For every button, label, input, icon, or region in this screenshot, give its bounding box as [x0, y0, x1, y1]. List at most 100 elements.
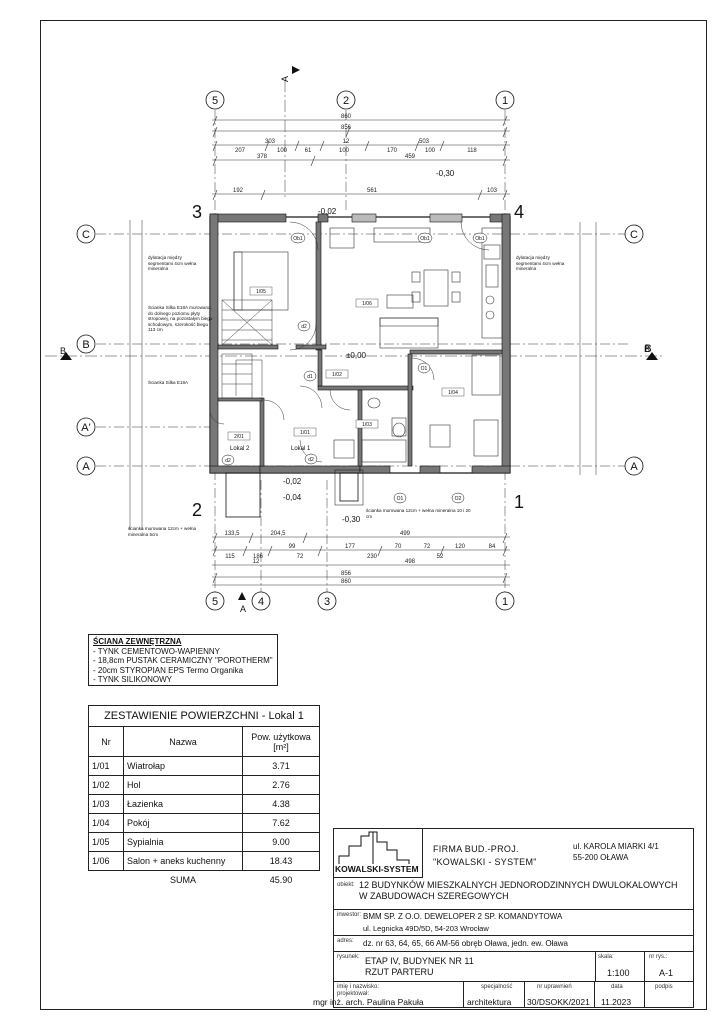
note-dylatacja-left: dylatacja między segmentami 4cm wełna mi…	[148, 255, 197, 271]
cell-area: 2.76	[242, 775, 320, 795]
area-table: ZESTAWIENIE POWIERZCHNI - Lokal 1 Nr Naz…	[88, 705, 320, 889]
dim-bottom: 115	[225, 554, 235, 560]
uprawnienia-label: nr uprawnień	[537, 984, 572, 990]
inwestor-line2: ul. Legnicka 49D/5D, 54-203 Wrocław	[363, 924, 489, 933]
cell-nr: 1/03	[88, 794, 124, 814]
level-label: -0,04	[283, 493, 302, 502]
dim-bottom: 120	[455, 544, 466, 550]
rysunek-label: rysunek:	[337, 954, 360, 960]
sum-value: 45.90	[269, 875, 293, 885]
grid-label-top-0: 5	[212, 95, 218, 107]
corner-label-1: 1	[514, 492, 524, 512]
note-wall-bottom-left: ścianka murowana 12cm + wełna mineralna …	[128, 526, 197, 537]
dim-bottom: 72	[297, 554, 304, 560]
room-tag-1-05: 1/05	[256, 289, 266, 295]
section-label-top: A	[280, 76, 290, 82]
logo-text: KOWALSKI-SYSTEM	[335, 864, 419, 874]
window-tag: O2	[455, 496, 462, 502]
cell-area: 9.00	[242, 832, 320, 852]
level-label: -0,02	[283, 477, 302, 486]
dim-top: 170	[387, 148, 398, 154]
local-label-2: Lokal 2	[230, 446, 250, 452]
note-wall-bottom-right: ścianka murowana 12cm + wełna mineralna …	[366, 508, 471, 519]
dim-bottom: 856	[341, 571, 352, 577]
section-label-left: B	[60, 346, 66, 356]
cell-name: Wiatrołap	[123, 756, 243, 776]
legend-item: - 20cm STYROPIAN EPS Termo Organika	[93, 665, 244, 675]
note-dylatacja-right: dylatacja między segmentami 4cm wełna mi…	[516, 255, 565, 271]
cell-area: 3.71	[242, 756, 320, 776]
firm-line1: FIRMA BUD.-PROJ.	[433, 844, 519, 854]
cell-area: 18.43	[242, 851, 320, 871]
dim-top: 61	[305, 148, 312, 154]
grid-label-left-0: C	[82, 229, 90, 241]
nr-rys-label: nr rys.:	[649, 954, 668, 960]
window-tag: O1	[397, 496, 404, 502]
table-header: Pow. użytkowa [m²]	[242, 726, 320, 757]
window-tag: O1	[421, 366, 428, 372]
grid-label-bottom-0: 5	[212, 596, 218, 608]
cell-name: Hol	[123, 775, 243, 795]
specjalnosc-value: architektura	[467, 997, 512, 1007]
cell-nr: 1/01	[88, 756, 124, 776]
level-label: -0,30	[436, 169, 455, 178]
dim-bottom: 133,5	[224, 531, 240, 537]
address-line2: 55-200 OŁAWA	[573, 853, 629, 862]
door-tag: d1	[307, 374, 313, 380]
dim-bottom: 70	[395, 544, 402, 550]
window-tag: Ob1	[293, 236, 303, 242]
level-label: -0,30	[342, 515, 361, 524]
cell-nr: 1/02	[88, 775, 124, 795]
grid-label-bottom-2: 3	[324, 596, 330, 608]
table-header: Nr	[88, 726, 124, 757]
grid-label-right-2: A	[630, 461, 638, 473]
grid-label-right-1: B	[644, 343, 651, 355]
dim-bottom: 99	[289, 544, 296, 550]
dim-top: 207	[235, 148, 246, 154]
level-label: -0,02	[318, 207, 337, 216]
projektant-name: mgr inż. arch. Paulina Pakuła	[313, 997, 424, 1007]
grid-label-bottom-1: 4	[258, 596, 264, 608]
obiekt-line1: 12 BUDYNKÓW MIESZKALNYCH JEDNORODZINNYCH…	[359, 880, 678, 890]
corner-label-4: 4	[514, 202, 524, 222]
rysunek-line2: RZUT PARTERU	[365, 967, 434, 977]
cell-name: Łazienka	[123, 794, 243, 814]
imie-label: imię i nazwisko:	[337, 984, 380, 990]
sum-label: SUMA	[169, 875, 196, 885]
grid-label-bottom-3: 1	[502, 596, 508, 608]
dim-bottom: 84	[489, 544, 496, 550]
section-label-right: B	[644, 344, 650, 354]
dim-top: 856	[341, 125, 352, 131]
rysunek-line1: ETAP IV, BUDYNEK NR 11	[365, 956, 474, 966]
cell-area: 4.38	[242, 794, 320, 814]
skala-label: skala:	[598, 954, 614, 960]
door-tag: d2	[225, 458, 231, 464]
obiekt-label: obiekt:	[337, 882, 355, 888]
floor-plan: 5 2 1 5 4 3 1 C B A' A C B A 3 4 2 1 A A…	[45, 66, 665, 614]
adres-label: adres:	[337, 938, 354, 944]
table-sum-row: SUMA 45.90	[89, 871, 320, 890]
door-tag: d2	[308, 457, 314, 463]
legend-item: - TYNK SILIKONOWY	[93, 675, 172, 685]
dim-bottom: 860	[341, 579, 352, 585]
dim-top: 100	[277, 148, 288, 154]
room-tag-1-02: 1/02	[332, 372, 342, 378]
adres-value: dz. nr 63, 64, 65, 66 AM-56 obręb Oława,…	[363, 939, 569, 948]
dim-bottom: 498	[405, 559, 416, 565]
podpis-label: podpis	[655, 984, 673, 990]
dim-bottom: 72	[424, 544, 431, 550]
data-value: 11.2023	[601, 997, 632, 1007]
dim-top: 100	[425, 148, 436, 154]
inwestor-line1: BMM SP. Z O.O. DEWELOPER 2 SP. KOMANDYTO…	[363, 912, 563, 921]
corner-label-2: 2	[192, 500, 202, 520]
dim-top: 100	[339, 148, 350, 154]
cell-nr: 1/05	[88, 832, 124, 852]
cell-name: Pokój	[123, 813, 243, 833]
door-tag: d2	[301, 324, 307, 330]
grid-label-left-1: B	[82, 339, 89, 351]
note-silka-stair: Ścianka Silka E18A murowana, do dolnego …	[148, 305, 213, 332]
